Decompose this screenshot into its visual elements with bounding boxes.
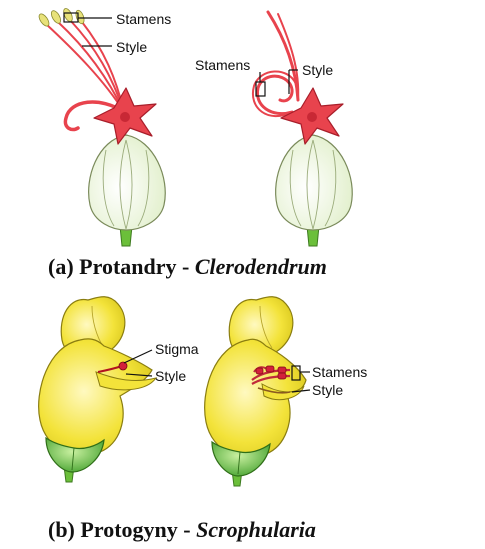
lower-lip [95, 371, 158, 391]
corolla-center [307, 112, 317, 122]
label-style: Style [116, 39, 147, 55]
coiled-stamens [255, 74, 294, 115]
caption-a: (a) Protandry - Clerodendrum [48, 254, 327, 279]
label-stamens: Stamens [116, 11, 171, 27]
anther [277, 372, 287, 380]
green-calyx [45, 436, 105, 473]
label-style: Style [302, 62, 333, 78]
label-style: Style [155, 368, 186, 384]
stigma-lobe [277, 13, 300, 101]
anther [277, 366, 287, 374]
green-calyx [211, 440, 271, 477]
corolla-center [120, 112, 130, 122]
anther [265, 365, 275, 373]
style-pointer [291, 389, 311, 393]
caption-a-genus: Clerodendrum [195, 254, 327, 279]
caption-a-prefix: (a) Protandry - [48, 254, 195, 279]
label-stamens: Stamens [312, 364, 367, 380]
style-filament [63, 100, 126, 132]
stamens-bracket [291, 365, 301, 381]
caption-b: (b) Protogyny - Scrophularia [48, 517, 316, 542]
caption-b-genus: Scrophularia [196, 517, 316, 542]
label-stamens: Stamens [195, 57, 250, 73]
clerodendrum-flower-stamens-mature [38, 8, 166, 247]
clerodendrum-flower-style-mature [251, 10, 353, 247]
anther [50, 10, 62, 24]
label-stigma: Stigma [155, 341, 199, 357]
calyx [275, 134, 353, 231]
stigma [118, 361, 128, 371]
caption-b-prefix: (b) Protogyny - [48, 517, 196, 542]
lower-lip [261, 383, 305, 401]
style-filament [266, 10, 300, 102]
scrophularia-flower-stamens-mature [204, 296, 307, 487]
scrophularia-flower-stigma-receptive [38, 296, 158, 483]
label-style: Style [312, 382, 343, 398]
coiled-stamens [251, 70, 297, 118]
calyx [88, 134, 166, 231]
stamen-filament [251, 374, 291, 385]
anther [255, 367, 264, 375]
anther [38, 13, 50, 27]
style-pointer [125, 373, 153, 377]
corolla-tube [38, 338, 153, 456]
style-filament [257, 387, 291, 394]
corolla-tube [204, 338, 307, 458]
stigma-pointer [123, 349, 153, 364]
